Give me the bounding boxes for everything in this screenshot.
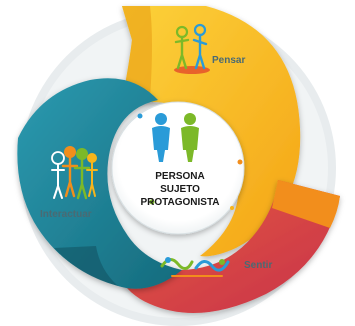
feeling-figures-icon [160, 257, 230, 277]
label-sentir: Sentir [244, 260, 272, 271]
center-line-1: PERSONA [155, 171, 204, 182]
center-dot-blue [137, 113, 143, 119]
label-interactuar: Interactuar [40, 209, 92, 220]
segment-interactuar [17, 78, 183, 289]
center-dot-yellow [230, 206, 234, 210]
thinking-people-icon [174, 23, 210, 74]
center-line-3: PROTAGONISTA [140, 197, 219, 208]
center-dot-green [149, 199, 155, 205]
center-dot-orange [237, 159, 243, 165]
label-pensar: Pensar [212, 55, 245, 66]
group-of-people-icon [51, 146, 98, 200]
center-line-2: SUJETO [160, 184, 200, 195]
center-circle [111, 101, 245, 235]
two-people-icon [152, 113, 199, 162]
